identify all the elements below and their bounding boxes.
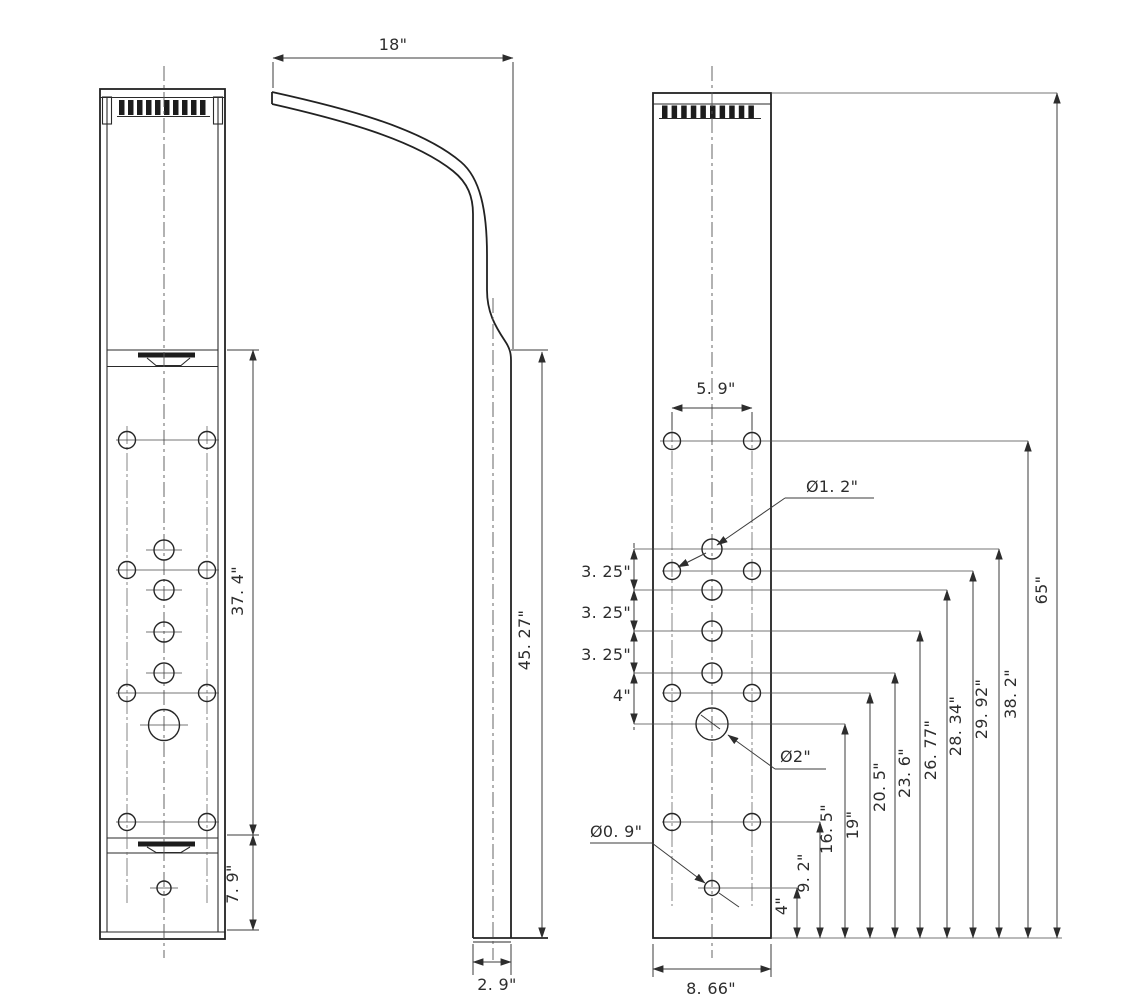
dim-side-thickness: 2. 9" (472, 944, 516, 994)
dim-front-body-height: 37. 4" (227, 349, 259, 836)
back-hole-column-lines (671, 424, 753, 906)
dim-label-side-body-height: 45. 27" (515, 610, 534, 670)
side-front-edge (271, 103, 474, 938)
dim-label-h2: 9. 2" (794, 853, 813, 892)
front-upper-divider (107, 349, 218, 368)
dim-back-top-hole-spacing: 5. 9" (671, 379, 753, 430)
dim-label-side-top-depth: 18" (379, 35, 408, 54)
front-top-grille (100, 96, 225, 125)
dim-front-base-height: 7. 9" (223, 834, 259, 931)
dim-back-bottom-width: 8. 66" (652, 944, 772, 998)
dim-label-top-hole-spacing: 5. 9" (696, 379, 735, 398)
dim-label-front-body-height: 37. 4" (228, 566, 247, 616)
dim-label-shower-hole-diameter: Ø2" (780, 747, 811, 766)
front-panel-outline (99, 88, 226, 940)
dim-label-spacing-4: 4" (613, 686, 631, 705)
dim-side-body-height: 45. 27" (511, 349, 548, 939)
dim-label-h9: 29. 92" (972, 679, 991, 739)
front-holes (117, 430, 217, 896)
callout-shower-hole-diameter: Ø2" (700, 714, 826, 770)
side-view: 18" 45. 27" 2. 9" (271, 35, 548, 994)
side-back-edge (271, 91, 512, 938)
dim-label-spacing-1: 3. 25" (581, 562, 631, 581)
dim-label-h7: 26. 77" (921, 720, 940, 780)
dim-label-bottom-hole-diameter: Ø0. 9" (590, 822, 642, 841)
back-dimension-connector-lines (634, 92, 1062, 939)
front-hole-column-lines (126, 426, 208, 906)
callout-jet-hole-diameter: Ø1. 2" (677, 477, 874, 568)
front-view: 37. 4" 7. 9" (99, 66, 259, 958)
dim-label-h6: 23. 6" (895, 748, 914, 798)
dim-label-h10: 38. 2" (1001, 669, 1020, 719)
back-holes (662, 431, 762, 897)
dim-side-top-depth: 18" (272, 35, 514, 349)
dim-back-spacing-stack: 3. 25" 3. 25" 3. 25" 4" (581, 543, 638, 730)
dim-label-spacing-2: 3. 25" (581, 603, 631, 622)
front-lower-divider (107, 837, 218, 854)
dim-label-h8: 28. 34" (946, 696, 965, 756)
front-panel-inner-walls (100, 97, 225, 933)
dim-label-spacing-3: 3. 25" (581, 645, 631, 664)
dim-label-h11: 65" (1032, 576, 1051, 605)
back-view: 5. 9" 3. 25" 3. 25" 3. 25" 4" (581, 66, 1062, 998)
dim-label-h3: 16. 5" (817, 804, 836, 854)
dim-label-bottom-width: 8. 66" (686, 979, 736, 998)
callout-bottom-hole-diameter: Ø0. 9" (590, 822, 740, 908)
dim-back-height-stack: 4" 9. 2" 16. 5" 19" 20. 5" 23. 6" 26. 77… (772, 92, 1061, 939)
dim-label-h1: 4" (772, 897, 791, 915)
dim-label-h5: 20. 5" (870, 762, 889, 812)
dim-label-h4: 19" (843, 811, 862, 840)
front-hole-row-lines (116, 439, 219, 889)
dim-label-jet-hole-diameter: Ø1. 2" (806, 477, 858, 496)
dim-label-front-base-height: 7. 9" (223, 864, 242, 903)
dim-label-side-thickness: 2. 9" (477, 975, 516, 994)
